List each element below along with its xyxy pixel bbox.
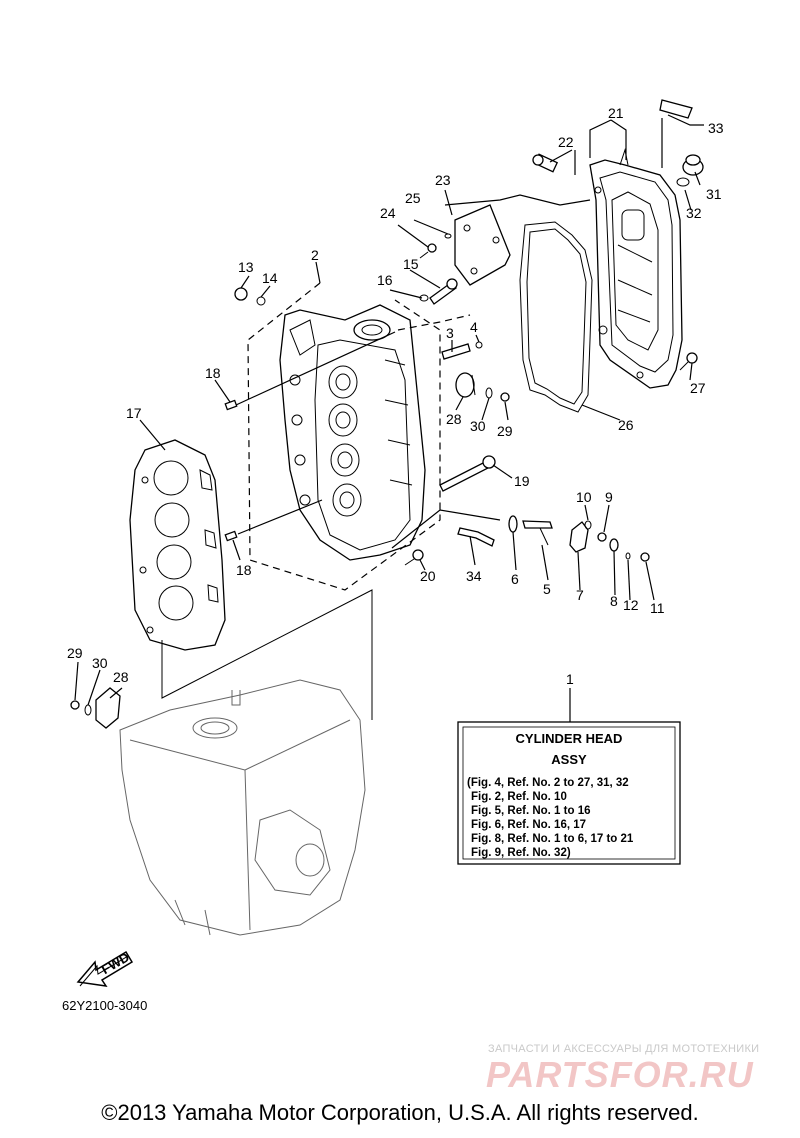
callout-26: 26 — [618, 417, 634, 433]
callout-10: 10 — [576, 489, 592, 505]
callout-22: 22 — [558, 134, 574, 150]
callout-18a: 18 — [205, 365, 221, 381]
cylinder-head — [279, 304, 426, 561]
callout-2: 2 — [311, 247, 319, 263]
cylinder-head-cover — [589, 148, 683, 389]
head-gasket — [129, 439, 226, 651]
watermark-tagline: ЗАПЧАСТИ И АКСЕССУАРЫ ДЛЯ МОТОТЕХНИКИ — [488, 1043, 760, 1055]
callout-6: 6 — [511, 571, 519, 587]
bolt-22 — [532, 153, 559, 173]
callout-15: 15 — [403, 256, 419, 272]
box-line-1: (Fig. 4, Ref. No. 2 to 27, 31, 32 — [467, 777, 629, 789]
callout-23: 23 — [435, 172, 451, 188]
box-line-2: Fig. 2, Ref. No. 10 — [471, 791, 567, 803]
callout-31: 31 — [706, 186, 722, 202]
box-title: CYLINDER HEAD — [516, 731, 623, 746]
callout-numbers: 1 2 3 4 5 6 7 8 9 10 11 12 13 14 15 16 1… — [67, 105, 724, 687]
callout-30a: 30 — [470, 418, 486, 434]
leader-lines — [74, 114, 704, 722]
box-subtitle: ASSY — [551, 752, 587, 767]
callout-19: 19 — [514, 473, 530, 489]
plate — [454, 204, 511, 286]
callout-28b: 28 — [113, 669, 129, 685]
callout-4: 4 — [470, 319, 478, 335]
callout-17: 17 — [126, 405, 142, 421]
callout-12: 12 — [623, 597, 639, 613]
callout-11: 11 — [650, 600, 665, 616]
watermark-brand: PARTSFOR.RU — [486, 1054, 754, 1095]
callout-27: 27 — [690, 380, 706, 396]
callout-20: 20 — [420, 568, 436, 584]
box-line-5: Fig. 8, Ref. No. 1 to 6, 17 to 21 — [471, 833, 634, 845]
callout-21: 21 — [608, 105, 624, 121]
callout-24: 24 — [380, 205, 396, 221]
diagram-code: 62Y2100-3040 — [62, 998, 147, 1013]
callout-18b: 18 — [236, 562, 252, 578]
callout-5: 5 — [543, 581, 551, 597]
callout-29a: 29 — [497, 423, 513, 439]
fwd-arrow-icon: FWD — [76, 949, 134, 987]
callout-33: 33 — [708, 120, 724, 136]
callout-13: 13 — [238, 259, 254, 275]
box-line-3: Fig. 5, Ref. No. 1 to 16 — [471, 805, 591, 817]
bolt-27 — [679, 352, 698, 371]
callout-30b: 30 — [92, 655, 108, 671]
callout-8: 8 — [610, 593, 618, 609]
callout-32: 32 — [686, 205, 702, 221]
callout-25: 25 — [405, 190, 421, 206]
callout-14: 14 — [262, 270, 278, 286]
box-line-4: Fig. 6, Ref. No. 16, 17 — [471, 819, 586, 831]
cover-gasket — [519, 221, 593, 413]
callout-9: 9 — [605, 489, 613, 505]
callout-28a: 28 — [446, 411, 462, 427]
callout-7: 7 — [576, 587, 584, 603]
cylinder-block — [119, 679, 366, 936]
label — [659, 99, 693, 119]
box-line-6: Fig. 9, Ref. No. 32) — [471, 847, 571, 859]
copyright-notice: ©2013 Yamaha Motor Corporation, U.S.A. A… — [101, 1100, 699, 1125]
callout-16: 16 — [377, 272, 393, 288]
oil-filler-cap — [676, 154, 704, 187]
callout-29b: 29 — [67, 645, 83, 661]
callout-1: 1 — [566, 671, 574, 687]
callout-34: 34 — [466, 568, 482, 584]
assy-info-box: CYLINDER HEAD ASSY (Fig. 4, Ref. No. 2 t… — [457, 721, 681, 865]
callout-3: 3 — [446, 325, 454, 341]
